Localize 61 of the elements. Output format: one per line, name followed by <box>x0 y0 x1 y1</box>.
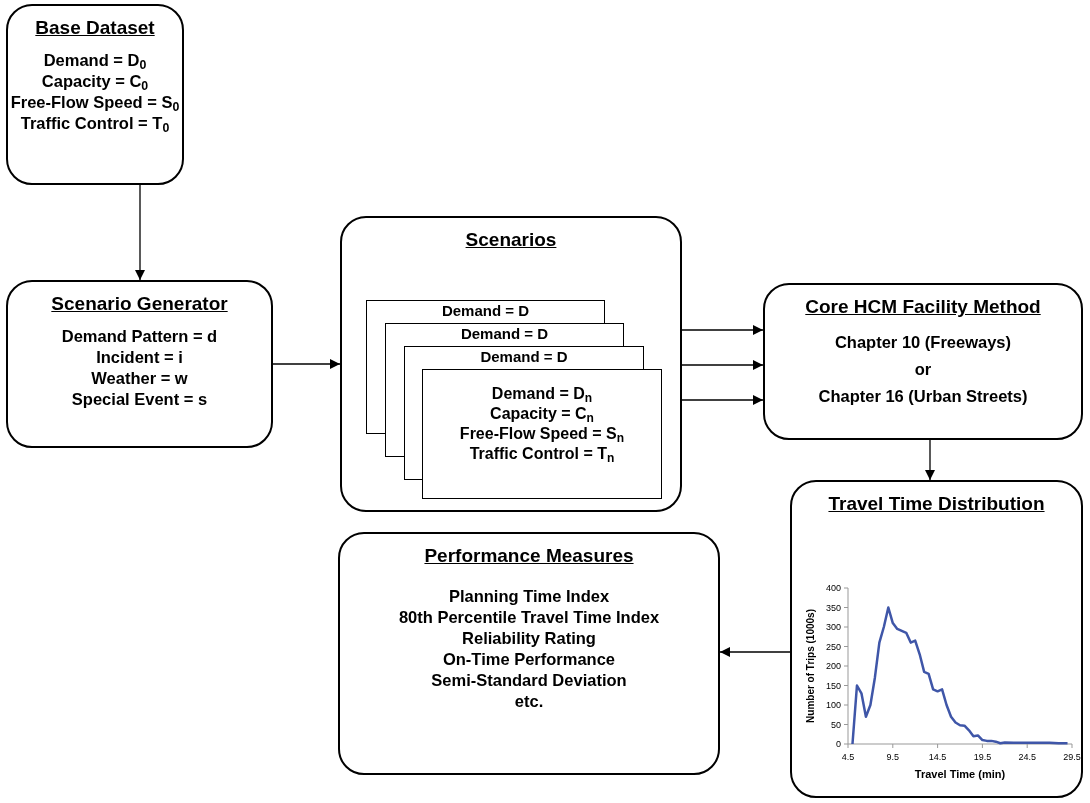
box-text: Chapter 16 (Urban Streets) <box>818 386 1028 407</box>
box-title: Scenarios <box>465 228 557 252</box>
process-box <box>790 480 1083 798</box>
box-text: Capacity = C$_{n}$ <box>490 404 594 424</box>
y-tick-label: 300 <box>825 622 841 632</box>
box-text: Traffic Control = T$_{n}$ <box>469 444 615 464</box>
y-axis-title: Number of Trips (1000s) <box>805 609 816 723</box>
box-text: Traffic Control = T$_{0}$ <box>20 113 170 134</box>
y-tick-label: 100 <box>825 700 841 710</box>
box-text: 80th Percentile Travel Time Index <box>398 607 660 628</box>
box-text: Demand = D <box>480 348 568 366</box>
box-text: Capacity = C$_{0}$ <box>41 71 149 92</box>
box-text: Demand = D <box>460 325 549 343</box>
scenario-card <box>422 369 662 499</box>
arrow <box>681 325 764 335</box>
box-text: Demand Pattern = d <box>61 326 218 347</box>
box-text: Free-Flow Speed = S$_{0}$ <box>10 92 180 113</box>
x-tick-label: 9.5 <box>886 752 900 762</box>
arrow <box>681 360 764 370</box>
arrow <box>272 359 341 369</box>
y-tick-label: 250 <box>825 641 841 652</box>
x-tick-label: 24.5 <box>1018 752 1036 762</box>
arrow <box>135 184 145 281</box>
box-text: Planning Time Index <box>448 586 610 607</box>
box-text: Special Event = s <box>71 389 208 410</box>
box-text: Demand = D <box>441 302 530 320</box>
x-tick-label: 19.5 <box>973 752 992 762</box>
box-title: Core HCM Facility Method <box>805 295 1041 319</box>
box-title: Performance Measures <box>424 544 634 568</box>
process-box <box>6 280 273 448</box>
box-text: Incident = i <box>96 347 183 368</box>
process-box <box>338 532 720 775</box>
box-title: Travel Time Distribution <box>828 492 1045 516</box>
box-text: Reliability Rating <box>462 628 596 649</box>
y-tick-label: 50 <box>831 719 841 730</box>
box-text: Demand = D$_{n}$ <box>491 384 593 404</box>
box-title: Scenario Generator <box>51 292 228 316</box>
process-box <box>763 283 1083 440</box>
process-box <box>6 4 184 185</box>
y-tick-label: 350 <box>825 602 841 613</box>
box-text: Free-Flow Speed = S$_{n}$ <box>459 424 625 444</box>
y-tick-label: 0 <box>836 739 841 749</box>
x-axis-title: Travel Time (min) <box>914 768 1006 780</box>
y-tick-label: 400 <box>825 583 841 593</box>
box-text: Weather = w <box>91 368 188 389</box>
x-tick-label: 14.5 <box>928 752 947 762</box>
box-text: etc. <box>514 691 544 712</box>
arrow <box>925 439 935 481</box>
x-tick-label: 29.5 <box>1063 752 1081 762</box>
y-tick-label: 200 <box>825 661 841 671</box>
box-text: Semi-Standard Deviation <box>431 670 627 691</box>
box-title: Base Dataset <box>35 16 155 40</box>
arrow <box>719 647 791 657</box>
arrow <box>681 395 764 405</box>
box-text: Demand = D$_{0}$ <box>43 50 147 71</box>
y-tick-label: 150 <box>825 680 841 691</box>
box-text: or <box>914 359 932 380</box>
box-text: On-Time Performance <box>442 649 616 670</box>
process-box <box>340 216 682 512</box>
box-text: Chapter 10 (Freeways) <box>834 332 1012 353</box>
x-tick-label: 4.5 <box>841 752 855 762</box>
